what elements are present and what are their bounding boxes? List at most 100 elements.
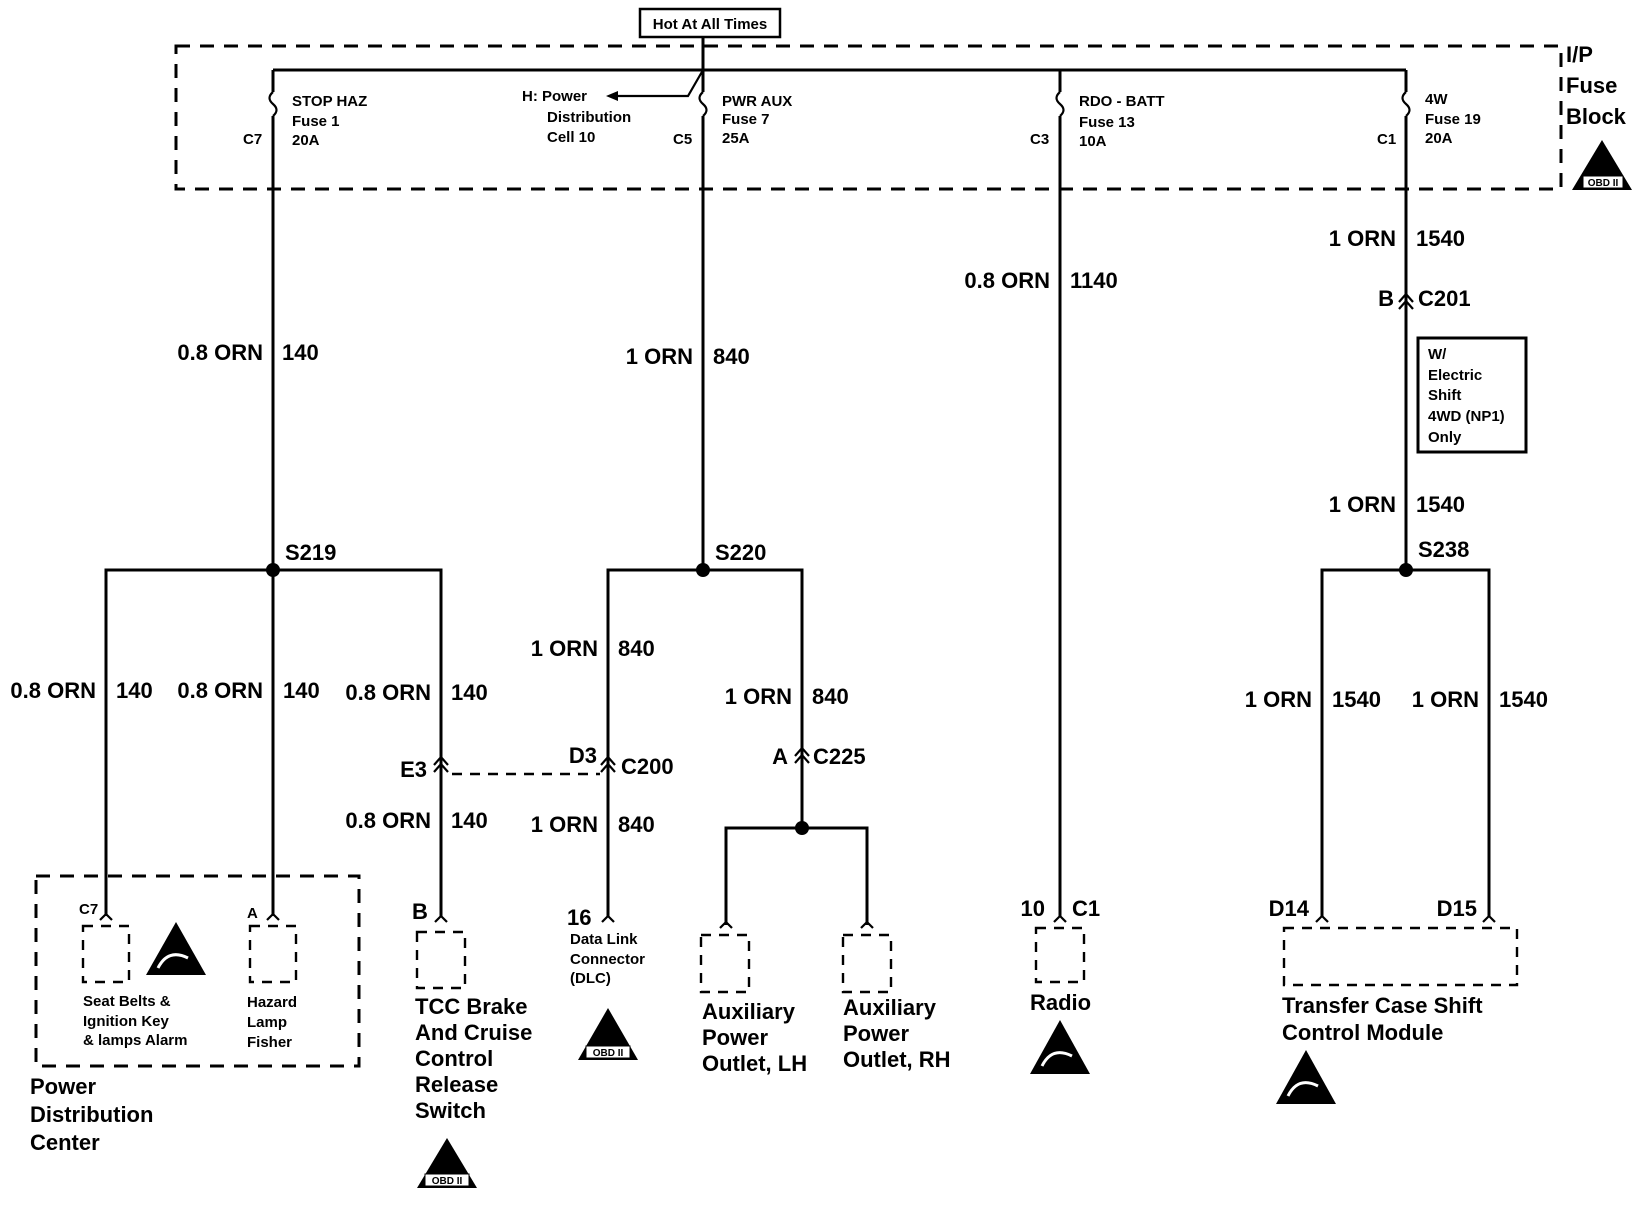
fuse-13 — [1055, 70, 1065, 190]
b6-circuit: 1540 — [1332, 687, 1381, 712]
hazard-l2: Lamp — [247, 1014, 287, 1031]
seat-l2: Ignition Key — [83, 1013, 169, 1030]
w4b-gauge: 1 ORN — [1329, 492, 1396, 517]
b5-gauge: 1 ORN — [725, 684, 792, 709]
esd-icon-pdc — [146, 922, 206, 975]
hazard-flasher-box — [248, 924, 298, 984]
tc-d14: D14 — [1269, 896, 1310, 921]
c225-marker — [794, 746, 810, 764]
fuse-19 — [1401, 70, 1411, 190]
fuse-block-label-2: Fuse — [1566, 73, 1617, 98]
w1-circuit: 140 — [282, 340, 319, 365]
b5-circuit: 840 — [812, 684, 849, 709]
b3-gauge: 0.8 ORN — [345, 680, 431, 705]
b6-gauge: 1 ORN — [1245, 687, 1312, 712]
aux-rh-l2: Power — [843, 1021, 909, 1046]
svg-text:OBD II: OBD II — [432, 1176, 463, 1187]
tc-d15: D15 — [1437, 896, 1477, 921]
aux-lh-box — [699, 933, 751, 994]
fuse-1-amps: 20A — [292, 132, 320, 149]
fuse-7-amps: 25A — [722, 130, 750, 147]
w4a-gauge: 1 ORN — [1329, 226, 1396, 251]
dlc-l1: Data Link — [570, 931, 638, 948]
b2-circuit: 140 — [283, 678, 320, 703]
b2-gauge: 0.8 ORN — [177, 678, 263, 703]
option-l4: 4WD (NP1) — [1428, 408, 1505, 425]
svg-text:OBD II: OBD II — [593, 1048, 624, 1059]
pdc-a: A — [247, 905, 258, 922]
obd-ii-icon-dlc: OBD II — [578, 1008, 638, 1060]
pdc-l2: Distribution — [30, 1102, 153, 1127]
pdc-ref-2: Distribution — [547, 109, 631, 126]
svg-text:OBD II: OBD II — [1588, 178, 1619, 189]
s220-branches — [606, 568, 804, 916]
splice-s238: S238 — [1418, 537, 1469, 562]
fuse-1-conn: C7 — [243, 131, 262, 148]
option-l5: Only — [1428, 429, 1462, 446]
aux-rh-box — [841, 933, 893, 994]
b1-circuit: 140 — [116, 678, 153, 703]
b4b-circuit: 840 — [618, 812, 655, 837]
esd-icon-radio — [1030, 1020, 1090, 1074]
b3b-gauge: 0.8 ORN — [345, 808, 431, 833]
w4a-circuit: 1540 — [1416, 226, 1465, 251]
b7-circuit: 1540 — [1499, 687, 1548, 712]
c200-e3-marker — [433, 755, 449, 773]
fuse-13-conn: C3 — [1030, 131, 1049, 148]
radio-box — [1034, 926, 1086, 984]
pdc-l1: Power — [30, 1074, 96, 1099]
radio-conn: C1 — [1072, 896, 1100, 921]
aux-lh-l2: Power — [702, 1025, 768, 1050]
fuse-7-conn: C5 — [673, 131, 692, 148]
hazard-l3: Fisher — [247, 1034, 292, 1051]
pdc-outline — [34, 874, 361, 1068]
c201-pin: B — [1378, 286, 1394, 311]
option-l2: Electric — [1428, 367, 1482, 384]
fuse-19-amps: 20A — [1425, 130, 1453, 147]
esd-icon-tcscm — [1276, 1050, 1336, 1104]
fuse-1-name: STOP HAZ — [292, 93, 367, 110]
b7-gauge: 1 ORN — [1412, 687, 1479, 712]
dlc-pin-16: 16 — [567, 905, 591, 930]
seat-l1: Seat Belts & — [83, 993, 171, 1010]
fuse-13-amps: 10A — [1079, 133, 1107, 150]
w4b-circuit: 1540 — [1416, 492, 1465, 517]
aux-rh-l3: Outlet, RH — [843, 1047, 951, 1072]
hot-at-all-times-label: Hot At All Times — [653, 16, 767, 33]
option-l1: W/ — [1428, 346, 1447, 363]
b3-circuit: 140 — [451, 680, 488, 705]
c225-pin: A — [772, 744, 788, 769]
c225-label: C225 — [813, 744, 866, 769]
aux-lh-l3: Outlet, LH — [702, 1051, 807, 1076]
fuse-19-conn: C1 — [1377, 131, 1396, 148]
aux-lh-l1: Auxiliary — [702, 999, 796, 1024]
obd-ii-icon-tcc: OBD II — [417, 1138, 477, 1188]
fuse-19-number: Fuse 19 — [1425, 111, 1481, 128]
c200-d3: D3 — [569, 743, 597, 768]
s238-branches — [1320, 568, 1491, 916]
pdc-c7: C7 — [79, 901, 98, 918]
fuse-7-number: Fuse 7 — [722, 111, 770, 128]
fuse-13-name: RDO - BATT — [1079, 93, 1165, 110]
w3-gauge: 0.8 ORN — [964, 268, 1050, 293]
c200-label: C200 — [621, 754, 674, 779]
radio-label: Radio — [1030, 990, 1091, 1015]
fuse-block-label-3: Block — [1566, 104, 1627, 129]
option-l3: Shift — [1428, 387, 1461, 404]
pdc-ref-1: H: Power — [522, 88, 587, 105]
tcscm-l1: Transfer Case Shift — [1282, 993, 1483, 1018]
hazard-l1: Hazard — [247, 994, 297, 1011]
fuse-7-name: PWR AUX — [722, 93, 792, 110]
tcc-l3: Control — [415, 1046, 493, 1071]
w2-circuit: 840 — [713, 344, 750, 369]
pdc-ref-3: Cell 10 — [547, 129, 595, 146]
b3b-circuit: 140 — [451, 808, 488, 833]
hot-at-all-times-box — [638, 7, 782, 39]
b4-gauge: 1 ORN — [531, 636, 598, 661]
aux-rh-l1: Auxiliary — [843, 995, 937, 1020]
tcc-switch-box — [415, 930, 467, 990]
b4-circuit: 840 — [618, 636, 655, 661]
c201-label: C201 — [1418, 286, 1471, 311]
b4b-gauge: 1 ORN — [531, 812, 598, 837]
